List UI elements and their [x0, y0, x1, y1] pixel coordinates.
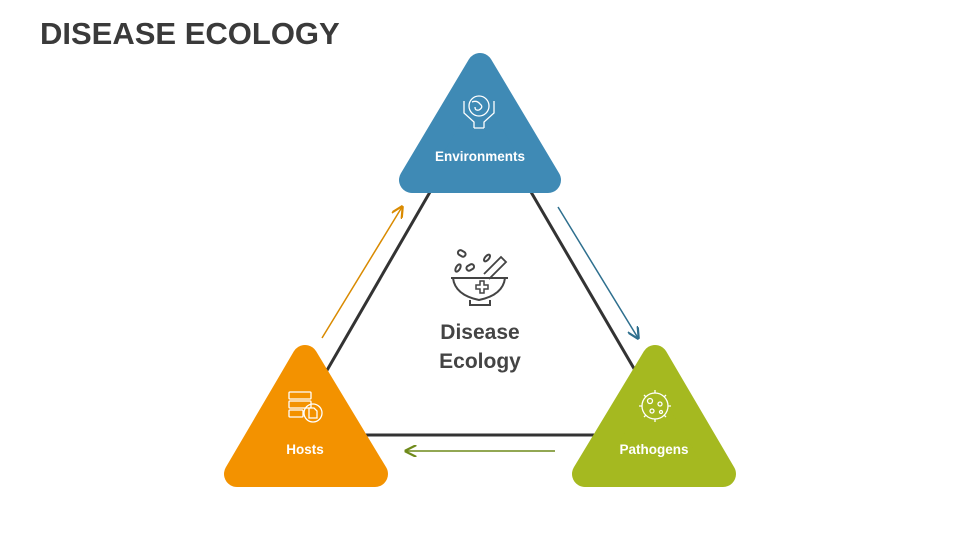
mortar-pestle-icon: [451, 249, 508, 306]
line-env-hosts: [324, 191, 432, 373]
environments-label: Environments: [434, 149, 526, 164]
arrow-hosts-to-environments: [321, 207, 402, 339]
line-env-pathogens: [529, 191, 638, 373]
pathogens-triangle[interactable]: [572, 345, 736, 487]
connector-lines: [324, 191, 638, 437]
slide-title: DISEASE ECOLOGY: [40, 16, 340, 51]
environments-triangle[interactable]: [399, 53, 561, 193]
center-title: Disease Ecology: [400, 318, 560, 376]
hosts-label: Hosts: [286, 442, 324, 457]
pathogens-label: Pathogens: [619, 442, 689, 457]
globe-in-hands-icon: [463, 95, 495, 129]
hosts-triangle[interactable]: [224, 345, 388, 487]
arrow-environments-to-pathogens: [557, 206, 638, 338]
center-line1: Disease: [440, 321, 520, 344]
server-document-icon: [288, 391, 323, 423]
center-line2: Ecology: [439, 350, 521, 373]
virus-icon: [639, 390, 671, 422]
